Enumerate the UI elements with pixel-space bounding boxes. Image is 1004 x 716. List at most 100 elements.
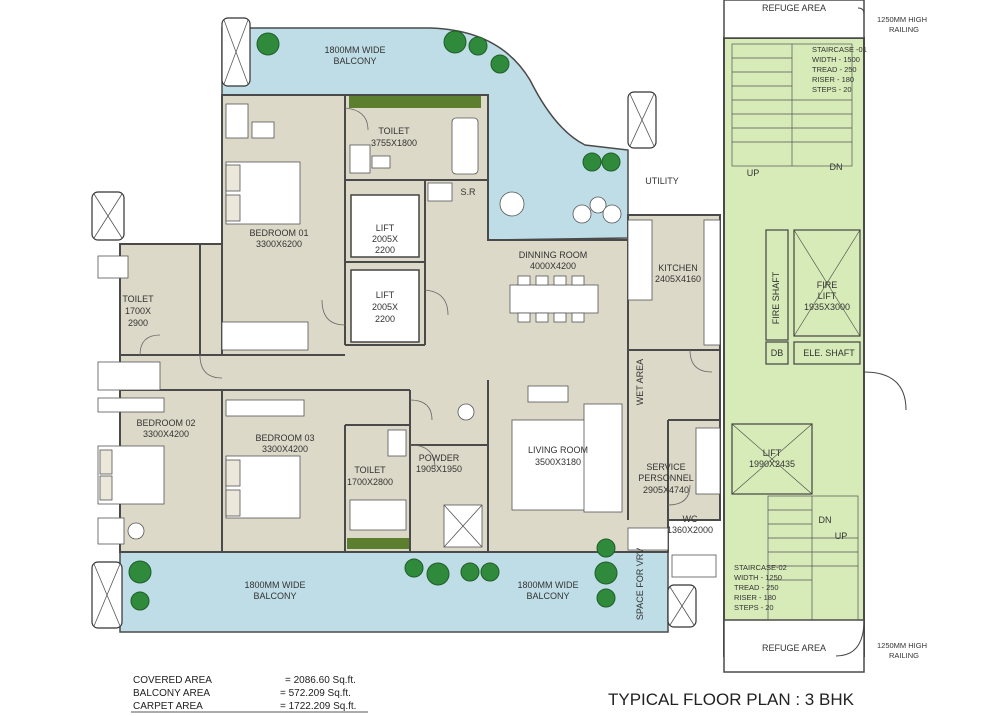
ele-shaft-label: ELE. SHAFT bbox=[803, 348, 855, 358]
plant bbox=[594, 561, 618, 585]
plant bbox=[596, 538, 616, 558]
staircase-01-spec-3: RISER - 180 bbox=[812, 75, 854, 84]
plant bbox=[128, 560, 152, 584]
balcony-bl-label-1: 1800MM WIDE bbox=[244, 580, 305, 590]
plant bbox=[130, 591, 150, 611]
area-summary: COVERED AREA = 2086.60 Sq.ft. BALCONY AR… bbox=[131, 675, 368, 713]
dinning-room-size: 4000X4200 bbox=[530, 261, 576, 271]
core-lift-name: LIFT bbox=[763, 448, 782, 458]
plant bbox=[404, 558, 424, 578]
plant bbox=[468, 36, 488, 56]
railing-top-1: 1250MM HIGH bbox=[877, 15, 927, 24]
toilet-top-size: 3755X1800 bbox=[371, 138, 417, 148]
ele-shaft-box bbox=[793, 341, 861, 365]
dinning-room-name: DINNING ROOM bbox=[519, 250, 588, 260]
fire-shaft-label: FIRE SHAFT bbox=[771, 271, 781, 324]
fire-lift-box bbox=[793, 229, 861, 337]
kitchen-size: 2405X4160 bbox=[655, 274, 701, 284]
service-name: SERVICE bbox=[646, 462, 685, 472]
planter-top bbox=[349, 96, 481, 108]
lift-1-name: LIFT bbox=[376, 223, 395, 233]
toilet-left-size2: 2900 bbox=[128, 318, 148, 328]
db-box bbox=[765, 341, 789, 365]
toilet-mid-size: 1700X2800 bbox=[347, 477, 393, 487]
plant bbox=[596, 588, 616, 608]
toilet-mid-name: TOILET bbox=[354, 465, 386, 475]
area-label-2: CARPET AREA bbox=[133, 701, 203, 712]
area-value-0: = 2086.60 Sq.ft. bbox=[285, 675, 356, 686]
fire-lift-size: 1935X3000 bbox=[804, 302, 850, 312]
utility-label: UTILITY bbox=[645, 176, 679, 186]
toilet-left-name: TOILET bbox=[122, 294, 154, 304]
core-lift-size: 1990X2435 bbox=[749, 459, 795, 469]
plant bbox=[426, 562, 450, 586]
top-balcony bbox=[221, 27, 629, 241]
service-name2: PERSONNEL bbox=[638, 473, 694, 483]
sr-label: S.R bbox=[460, 187, 476, 197]
bottom-balcony bbox=[119, 551, 669, 633]
bedroom-01-size: 3300X6200 bbox=[256, 239, 302, 249]
kitchen-name: KITCHEN bbox=[658, 263, 698, 273]
living-room-size: 3500X3180 bbox=[535, 457, 581, 467]
wet-area-label: WET AREA bbox=[635, 359, 645, 405]
staircase-02-spec-0: STAIRCASE-02 bbox=[734, 563, 787, 572]
toilet-top-name: TOILET bbox=[378, 126, 410, 136]
plant bbox=[601, 152, 621, 172]
balcony-top-label-1: 1800MM WIDE bbox=[324, 45, 385, 55]
staircase-02-spec-2: TREAD - 250 bbox=[734, 583, 779, 592]
bedroom-03-name: BEDROOM 03 bbox=[255, 433, 314, 443]
bedroom-02-size: 3300X4200 bbox=[143, 429, 189, 439]
stair-02-dn: DN bbox=[819, 515, 832, 525]
wc-name: WC bbox=[683, 514, 698, 524]
wc-size: 1360X2000 bbox=[667, 525, 713, 535]
sofa-bedroom-01 bbox=[221, 321, 309, 351]
balcony-bl-label-2: BALCONY bbox=[253, 591, 296, 601]
railing-bottom-2: RAILING bbox=[889, 651, 919, 660]
plant bbox=[582, 152, 602, 172]
core-lift-box bbox=[731, 423, 813, 495]
balcony-top-label-2: BALCONY bbox=[333, 56, 376, 66]
refuge-top-label: REFUGE AREA bbox=[762, 3, 826, 13]
staircase-01 bbox=[731, 43, 853, 167]
area-value-1: = 572.209 Sq.ft. bbox=[280, 688, 351, 699]
balcony-br-label-2: BALCONY bbox=[526, 591, 569, 601]
lift-1-box bbox=[350, 194, 420, 258]
fire-lift-2: LIFT bbox=[818, 291, 837, 301]
area-label-0: COVERED AREA bbox=[133, 675, 212, 686]
refuge-area-bottom-box bbox=[723, 619, 865, 673]
refuge-area-top-box bbox=[723, 0, 865, 39]
kitchen-counter bbox=[627, 219, 653, 301]
db-label: DB bbox=[771, 348, 784, 358]
railing-bottom-1: 1250MM HIGH bbox=[877, 641, 927, 650]
staircase-01-spec-0: STAIRCASE -01 bbox=[812, 45, 867, 54]
dining-table bbox=[509, 284, 599, 314]
service-size: 2905X4740 bbox=[643, 485, 689, 495]
stair-01-dn: DN bbox=[830, 162, 843, 172]
refuge-bottom-label: REFUGE AREA bbox=[762, 643, 826, 653]
staircase-02-spec-1: WIDTH - 1250 bbox=[734, 573, 782, 582]
living-room-name: LIVING ROOM bbox=[528, 445, 588, 455]
area-label-1: BALCONY AREA bbox=[133, 688, 210, 699]
plants bbox=[128, 30, 621, 611]
lift-1-size1: 2005X bbox=[372, 234, 398, 244]
staircase-01-spec-2: TREAD - 250 bbox=[812, 65, 857, 74]
apartment-floor bbox=[119, 94, 721, 553]
plant bbox=[460, 562, 480, 582]
plan-title: TYPICAL FLOOR PLAN : 3 BHK bbox=[608, 690, 855, 709]
plant bbox=[443, 30, 467, 54]
balcony-br-label-1: 1800MM WIDE bbox=[517, 580, 578, 590]
area-value-2: = 1722.209 Sq.ft. bbox=[280, 701, 356, 712]
vrv-label: SPACE FOR VRV bbox=[635, 548, 645, 620]
lift-2-size1: 2005X bbox=[372, 302, 398, 312]
plant bbox=[480, 562, 500, 582]
railing-top-2: RAILING bbox=[889, 25, 919, 34]
toilet-left-size1: 1700X bbox=[125, 306, 151, 316]
powder-size: 1905X1950 bbox=[416, 464, 462, 474]
staircase-02-spec-3: RISER - 180 bbox=[734, 593, 776, 602]
staircase-01-spec-1: WIDTH - 1500 bbox=[812, 55, 860, 64]
bedroom-02-name: BEDROOM 02 bbox=[136, 418, 195, 428]
staircase-02 bbox=[767, 495, 859, 621]
bedroom-01-name: BEDROOM 01 bbox=[249, 228, 308, 238]
planter-bottom bbox=[347, 538, 409, 549]
